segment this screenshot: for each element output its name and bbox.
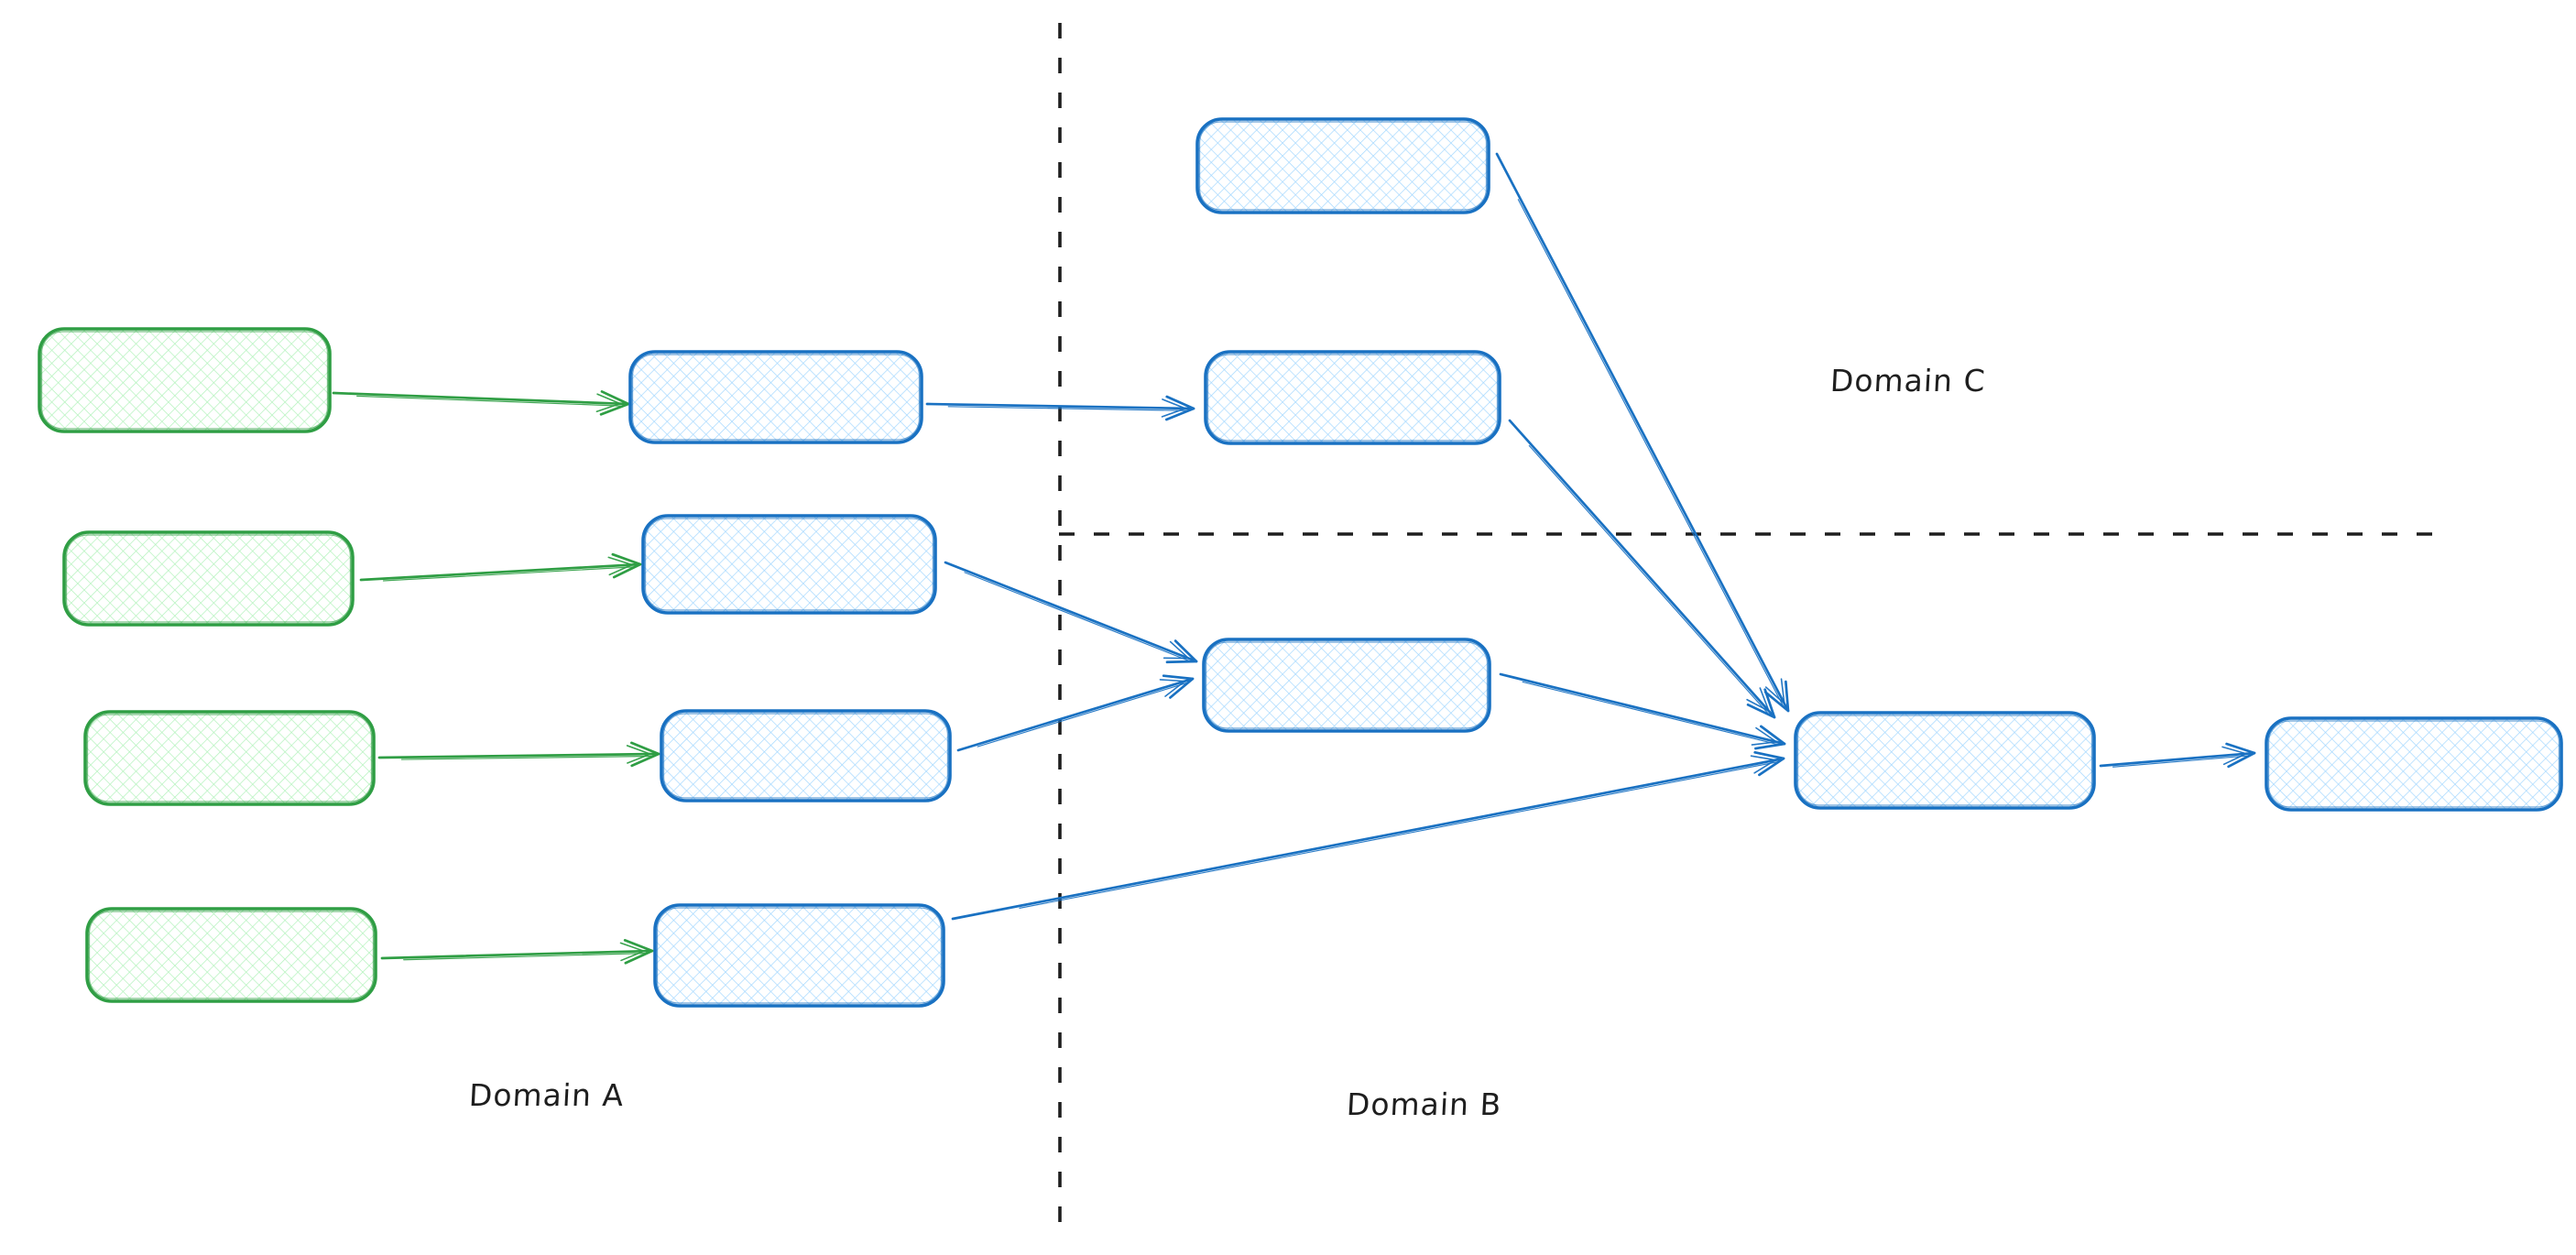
green-box-1[interactable] xyxy=(38,327,332,433)
edge-green3-to-a3 xyxy=(377,741,660,768)
blue-box-b1[interactable] xyxy=(1195,117,1490,214)
edge-green2-to-a2 xyxy=(359,552,642,582)
edge-b2-to-c1 xyxy=(1508,419,1776,719)
blue-box-b3[interactable] xyxy=(1202,638,1491,733)
separators-layer xyxy=(1058,23,2444,1232)
edge-b3-to-c1 xyxy=(1499,672,1786,750)
domain-b-label: Domain B xyxy=(1345,1086,1503,1122)
edges-layer xyxy=(332,152,2256,965)
blue-box-c1[interactable] xyxy=(1794,711,2096,810)
blue-box-c2[interactable] xyxy=(2265,716,2563,812)
blue-box-b2[interactable] xyxy=(1204,350,1501,445)
edge-b1-to-c1 xyxy=(1495,152,1790,713)
nodes-layer xyxy=(38,117,2563,1008)
green-box-2[interactable] xyxy=(62,530,355,627)
blue-box-a3[interactable] xyxy=(660,709,952,802)
edge-a4-to-c1 xyxy=(951,750,1785,921)
domain-c-label: Domain C xyxy=(1828,363,1987,398)
edge-c1-to-c2 xyxy=(2099,742,2256,769)
edge-green1-to-a1 xyxy=(332,390,630,416)
domain-a-label: Domain A xyxy=(467,1077,626,1113)
blue-box-a1[interactable] xyxy=(628,350,923,444)
green-box-4[interactable] xyxy=(85,907,377,1003)
edge-a3-to-b3 xyxy=(956,674,1195,752)
blue-box-a2[interactable] xyxy=(641,514,937,615)
green-box-3[interactable] xyxy=(83,710,376,806)
edge-a2-to-b3 xyxy=(944,561,1198,664)
edge-green4-to-a4 xyxy=(380,938,654,965)
blue-box-a4[interactable] xyxy=(653,903,945,1008)
edge-a1-to-b2 xyxy=(925,395,1195,421)
